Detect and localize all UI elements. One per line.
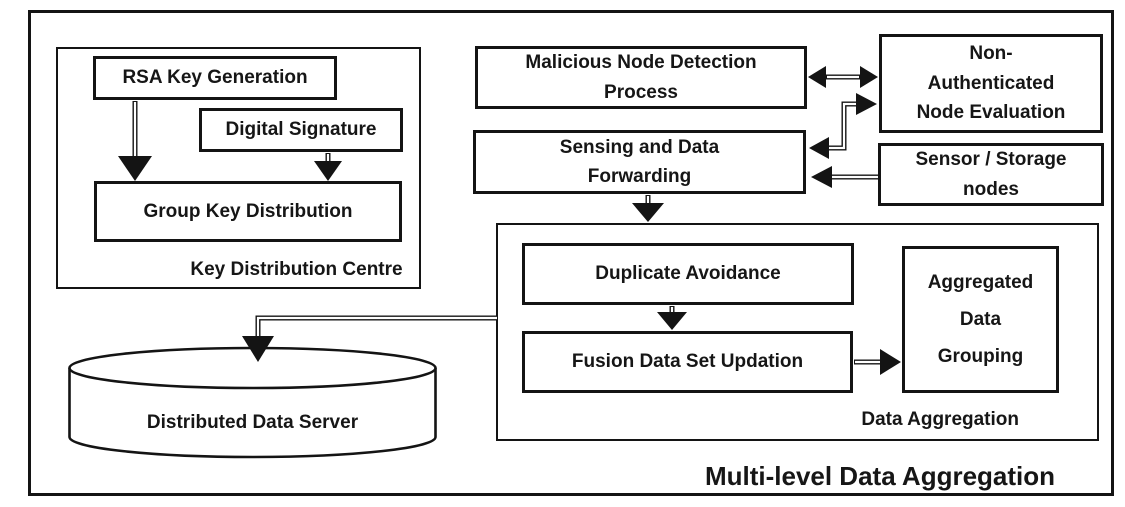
diagram-title: Multi-level Data Aggregation xyxy=(704,461,1056,491)
sensing-data-forwarding-label: Sensing and Data Forwarding xyxy=(559,136,720,187)
rsa-key-generation-box: RSA Key Generation xyxy=(93,56,337,100)
rsa-key-generation-label: RSA Key Generation xyxy=(122,67,308,89)
key-distribution-centre-label: Key Distribution Centre xyxy=(190,259,403,280)
key-distribution-centre-group: Key Distribution Centre xyxy=(56,47,421,289)
group-key-distribution-label: Group Key Distribution xyxy=(143,200,353,222)
digital-signature-box: Digital Signature xyxy=(199,108,403,152)
duplicate-avoidance-label: Duplicate Avoidance xyxy=(595,263,781,285)
distributed-data-server-label: Distributed Data Server xyxy=(146,412,359,433)
non-authenticated-node-evaluation-box: Non- Authenticated Node Evaluation xyxy=(879,34,1103,133)
aggregated-data-grouping-label: Aggregated Data Grouping xyxy=(927,271,1034,368)
malicious-node-detection-label: Malicious Node Detection Process xyxy=(525,52,757,103)
diagram-outer-border xyxy=(28,10,1114,496)
non-authenticated-node-evaluation-label: Non- Authenticated Node Evaluation xyxy=(916,43,1066,124)
sensor-storage-nodes-box: Sensor / Storage nodes xyxy=(878,143,1104,206)
digital-signature-label: Digital Signature xyxy=(225,119,377,141)
aggregated-data-grouping-box: Aggregated Data Grouping xyxy=(902,246,1059,393)
data-aggregation-group: Data Aggregation xyxy=(496,223,1099,441)
data-aggregation-label: Data Aggregation xyxy=(861,409,1019,430)
fusion-data-set-updation-box: Fusion Data Set Updation xyxy=(522,331,853,393)
duplicate-avoidance-box: Duplicate Avoidance xyxy=(522,243,854,305)
sensor-storage-nodes-label: Sensor / Storage nodes xyxy=(915,149,1067,200)
sensing-data-forwarding-box: Sensing and Data Forwarding xyxy=(473,130,806,194)
malicious-node-detection-box: Malicious Node Detection Process xyxy=(475,46,807,109)
fusion-data-set-updation-label: Fusion Data Set Updation xyxy=(571,351,804,373)
group-key-distribution-box: Group Key Distribution xyxy=(94,181,402,242)
